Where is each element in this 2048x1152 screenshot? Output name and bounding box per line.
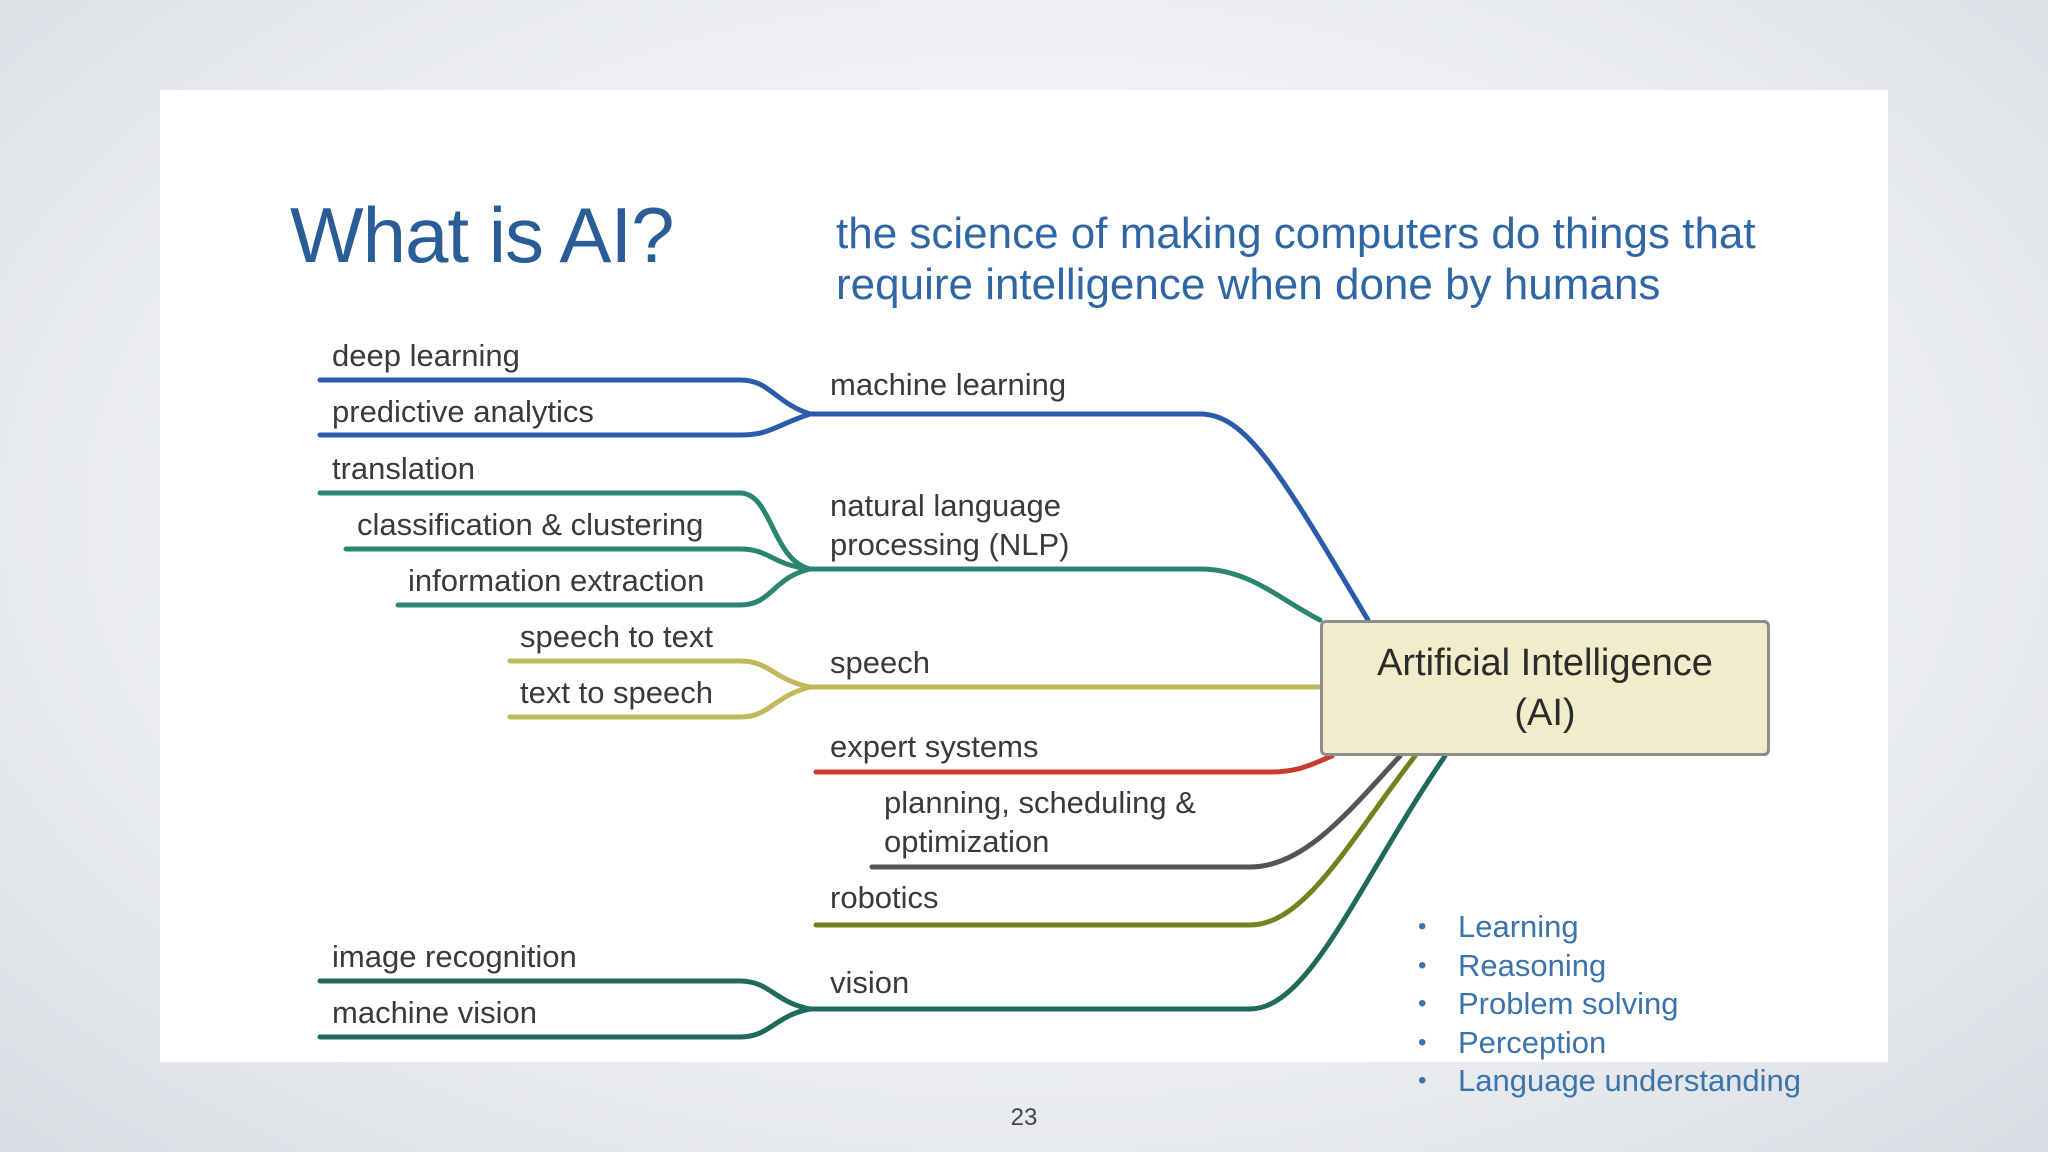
- branch-nlp-line1: natural language: [830, 488, 1061, 523]
- machine-learning-line: [807, 411, 1371, 623]
- list-item: Language understanding: [1418, 1062, 1801, 1101]
- branch-speech: speech: [830, 645, 930, 680]
- branch-vision: vision: [830, 965, 910, 1000]
- image-recognition-line: [317, 978, 813, 1012]
- center-node-ai: Artificial Intelligence (AI): [1320, 620, 1770, 756]
- mind-map-connectors: [317, 377, 1448, 1040]
- leaf-predictive-analytics: predictive analytics: [332, 394, 594, 429]
- classification-clustering-line: [343, 546, 813, 572]
- text-to-speech-line: [507, 684, 813, 720]
- predictive-analytics-line: [317, 411, 813, 438]
- branch-planning-line2: optimization: [884, 824, 1050, 859]
- machine-learning-connectors: [317, 377, 1371, 623]
- expert-systems-line: [813, 753, 1335, 775]
- slide: What is AI? the science of making comput…: [160, 90, 1888, 1100]
- page-number: 23: [1010, 1104, 1038, 1131]
- list-item: Perception: [1418, 1024, 1801, 1063]
- center-node-line2: (AI): [1514, 692, 1576, 734]
- branch-expert-systems: expert systems: [830, 729, 1039, 764]
- speech-connectors: [507, 658, 1323, 720]
- branch-machine-learning: machine learning: [830, 367, 1067, 402]
- branch-robotics: robotics: [830, 880, 939, 915]
- leaf-text-to-speech: text to speech: [520, 675, 714, 710]
- list-item: Learning: [1418, 908, 1801, 947]
- branch-planning-line1: planning, scheduling &: [884, 785, 1196, 820]
- machine-vision-line: [317, 1006, 813, 1040]
- nlp-line: [807, 566, 1323, 623]
- planning-line: [869, 753, 1403, 870]
- leaf-deep-learning: deep learning: [332, 338, 520, 373]
- translation-line: [317, 490, 813, 572]
- vision-connectors: [317, 753, 1448, 1040]
- leaf-image-recognition: image recognition: [332, 939, 577, 974]
- leaf-translation: translation: [332, 451, 476, 486]
- ai-capabilities-list: Learning Reasoning Problem solving Perce…: [1418, 908, 1801, 1101]
- leaf-information-extraction: information extraction: [408, 563, 705, 598]
- list-item: Problem solving: [1418, 985, 1801, 1024]
- list-item: Reasoning: [1418, 947, 1801, 986]
- leaf-machine-vision: machine vision: [332, 995, 538, 1030]
- nlp-connectors: [317, 490, 1323, 623]
- leaf-classification-clustering: classification & clustering: [357, 507, 704, 542]
- slide-title: What is AI?: [290, 191, 674, 279]
- vision-line: [807, 753, 1448, 1012]
- deep-learning-line: [317, 377, 813, 417]
- slide-subtitle: the science of making computers do thing…: [836, 209, 1756, 309]
- information-extraction-line: [395, 566, 813, 608]
- branch-nlp-line2: processing (NLP): [830, 527, 1070, 562]
- robotics-line: [813, 753, 1418, 928]
- center-node-line1: Artificial Intelligence: [1377, 642, 1713, 684]
- speech-to-text-line: [507, 658, 813, 690]
- leaf-speech-to-text: speech to text: [520, 619, 714, 654]
